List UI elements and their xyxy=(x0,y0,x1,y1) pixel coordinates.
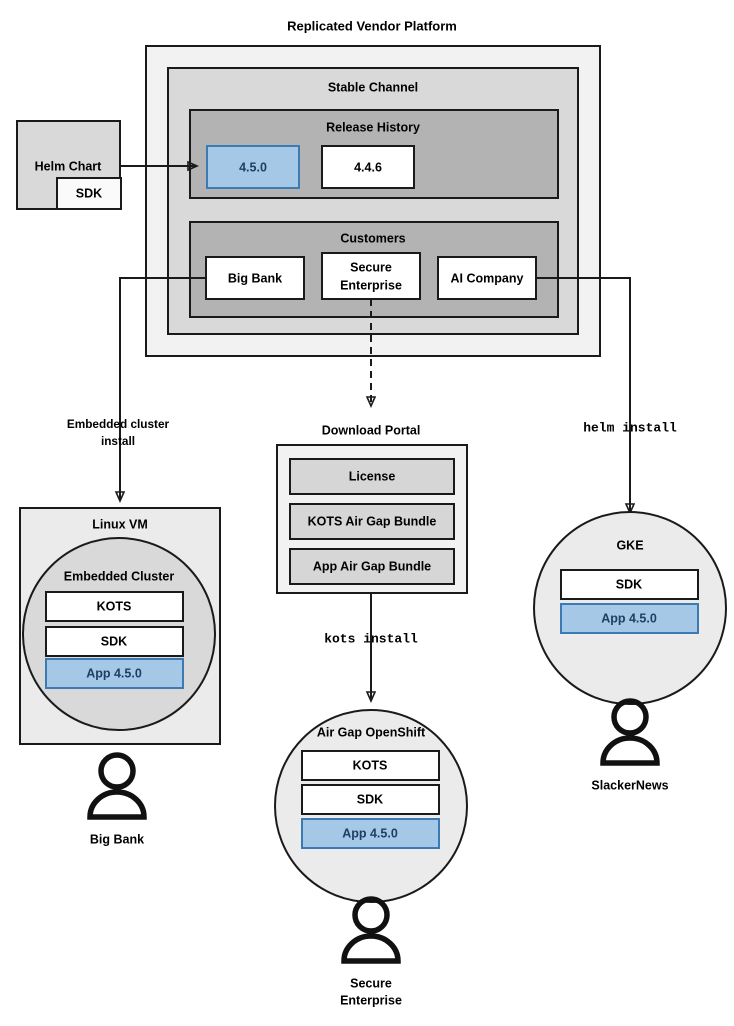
openshift-component-app[interactable] xyxy=(301,818,440,849)
release-box-4-5-0[interactable] xyxy=(206,145,300,189)
target-air-gap-openshift-title: Air Gap OpenShift xyxy=(317,725,426,739)
customer-label-secure-enterprise-line2: Enterprise xyxy=(340,278,402,292)
customer-label-secure-enterprise-line1: Secure xyxy=(350,260,392,274)
customer-box-ai-company[interactable] xyxy=(437,256,537,300)
gke-component-app-label: App 4.5.0 xyxy=(601,611,657,625)
edge-label-embedded-cluster-install-line1: Embedded cluster xyxy=(67,417,170,431)
linux-vm-component-kots-label: KOTS xyxy=(97,599,132,613)
download-artifact-app-airgap[interactable] xyxy=(289,548,455,585)
stable-channel-label: Stable Channel xyxy=(328,80,418,94)
user-icon-big-bank xyxy=(87,752,147,820)
customers-label: Customers xyxy=(340,231,405,245)
openshift-component-app-label: App 4.5.0 xyxy=(342,826,398,840)
user-icon-slackernews xyxy=(600,698,660,766)
release-history-label: Release History xyxy=(326,120,420,134)
download-portal-title: Download Portal xyxy=(322,423,421,437)
linux-vm-component-sdk-label: SDK xyxy=(101,634,127,648)
openshift-component-sdk[interactable] xyxy=(301,784,440,815)
user-icon-secure-enterprise xyxy=(341,896,401,964)
linux-vm-component-kots[interactable] xyxy=(45,591,184,622)
download-artifact-app-airgap-label: App Air Gap Bundle xyxy=(313,559,431,573)
helm-chart-sdk-box xyxy=(56,177,122,210)
openshift-component-sdk-label: SDK xyxy=(357,792,383,806)
linux-vm-component-app-label: App 4.5.0 xyxy=(86,666,142,680)
gke-component-sdk[interactable] xyxy=(560,569,699,600)
customer-box-big-bank[interactable] xyxy=(205,256,305,300)
helm-chart-sdk-label: SDK xyxy=(76,186,102,200)
linux-vm-component-sdk[interactable] xyxy=(45,626,184,657)
gke-component-sdk-label: SDK xyxy=(616,577,642,591)
customer-label-big-bank: Big Bank xyxy=(228,271,282,285)
download-artifact-kots-airgap[interactable] xyxy=(289,503,455,540)
download-artifact-license[interactable] xyxy=(289,458,455,495)
openshift-component-kots-label: KOTS xyxy=(353,758,388,772)
helm-chart-label: Helm Chart xyxy=(35,159,103,173)
user-label-slackernews: SlackerNews xyxy=(591,778,668,792)
edge-big-bank-to-linux-vm xyxy=(120,277,206,500)
download-artifact-license-label: License xyxy=(349,469,396,483)
linux-vm-component-app[interactable] xyxy=(45,658,184,689)
release-version-4-5-0: 4.5.0 xyxy=(239,160,267,174)
release-box-4-4-6[interactable] xyxy=(321,145,415,189)
edge-label-embedded-cluster-install-line2: install xyxy=(101,434,135,448)
download-artifact-kots-airgap-label: KOTS Air Gap Bundle xyxy=(308,514,437,528)
customer-label-ai-company: AI Company xyxy=(451,271,524,285)
user-label-secure-enterprise-line1: Secure xyxy=(350,976,392,990)
target-linux-vm-title: Linux VM xyxy=(92,517,148,531)
user-label-secure-enterprise-line2: Enterprise xyxy=(340,993,402,1007)
customer-box-secure-enterprise[interactable] xyxy=(321,252,421,300)
embedded-cluster-title: Embedded Cluster xyxy=(64,569,175,583)
edge-ai-company-to-gke xyxy=(536,277,630,512)
edge-label-helm-install: helm install xyxy=(583,420,677,435)
gke-component-app[interactable] xyxy=(560,603,699,634)
user-label-big-bank: Big Bank xyxy=(90,832,144,846)
page-title: Replicated Vendor Platform xyxy=(287,18,457,33)
release-version-4-4-6: 4.4.6 xyxy=(354,160,382,174)
target-gke-title: GKE xyxy=(616,538,643,552)
openshift-component-kots[interactable] xyxy=(301,750,440,781)
